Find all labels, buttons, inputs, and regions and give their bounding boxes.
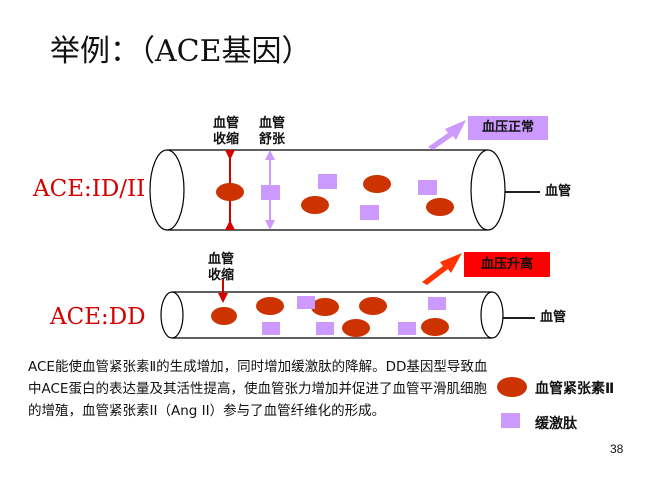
bradykinin-molecule bbox=[318, 174, 337, 189]
genotype-dd-label: ACE:DD bbox=[50, 304, 146, 330]
vessel-1 bbox=[149, 149, 540, 231]
bradykinin-molecule bbox=[261, 185, 280, 200]
constrict-label-line-1: 血管 bbox=[207, 252, 234, 267]
slide-title: 举例：（ACE基因） bbox=[50, 34, 312, 69]
bp-normal-label: 血压正常 bbox=[481, 120, 534, 135]
dilate-label-line-2: 舒张 bbox=[258, 132, 285, 147]
bradykinin-molecule bbox=[418, 180, 437, 195]
angiotensin-molecule bbox=[301, 196, 329, 214]
angiotensin-molecule bbox=[311, 298, 339, 316]
constrict-label-line-1: 血管 bbox=[212, 116, 239, 131]
angiotensin-molecule bbox=[363, 175, 391, 193]
bp-high-arrow bbox=[422, 253, 462, 285]
legend-angiotensin-swatch bbox=[497, 377, 527, 397]
angiotensin-molecule bbox=[359, 297, 387, 315]
vessel-1-left-opening bbox=[149, 149, 185, 231]
bp-normal-arrow bbox=[428, 120, 466, 150]
angiotensin-molecule bbox=[342, 319, 370, 337]
bp-normal-box bbox=[468, 116, 548, 140]
vessel-1-right-opening bbox=[470, 149, 506, 231]
legend-angiotensin-label: 血管紧张素Ⅱ bbox=[535, 381, 615, 397]
page-number: 38 bbox=[610, 442, 624, 456]
angiotensin-molecule bbox=[216, 183, 244, 201]
bradykinin-molecule bbox=[316, 322, 334, 335]
angiotensin-molecule bbox=[211, 307, 237, 325]
legend-bradykinin-swatch bbox=[501, 413, 520, 428]
bradykinin-molecule bbox=[262, 322, 280, 335]
bp-high-box bbox=[464, 252, 550, 277]
bradykinin-molecule bbox=[360, 205, 379, 220]
vessel-2-left-opening bbox=[160, 291, 184, 339]
vessel-1-constrict-label: 血管 收缩 bbox=[206, 116, 246, 148]
vessel-1-label: 血管 bbox=[545, 184, 572, 199]
legend-bradykinin-label: 缓激肽 bbox=[535, 416, 577, 432]
vessel-2 bbox=[160, 278, 535, 339]
vessel-2-right-opening bbox=[480, 291, 504, 339]
constrict-label-line-2: 收缩 bbox=[212, 132, 239, 147]
vessel-2-constrict-arrow bbox=[218, 278, 228, 303]
bradykinin-molecule bbox=[428, 297, 446, 310]
angiotensin-molecule bbox=[256, 297, 284, 315]
bradykinin-molecule bbox=[297, 296, 315, 309]
dilate-label-line-1: 血管 bbox=[258, 116, 285, 131]
angiotensin-molecule bbox=[426, 198, 454, 216]
bradykinin-molecule bbox=[398, 322, 416, 335]
angiotensin-molecule bbox=[421, 318, 449, 336]
vessel-1-dilate-label: 血管 舒张 bbox=[252, 116, 292, 148]
genotype-id-ii-label: ACE:ID/II bbox=[33, 176, 146, 202]
constrict-label-line-2: 收缩 bbox=[207, 268, 234, 283]
bp-high-label: 血压升高 bbox=[480, 257, 533, 272]
vessel-2-constrict-label: 血管 收缩 bbox=[201, 252, 241, 284]
description-text: ACE能使血管紧张素Ⅱ的生成增加，同时增加缓激肽的降解。DD基因型导致血中ACE… bbox=[28, 359, 488, 419]
vessel-2-label: 血管 bbox=[540, 310, 567, 325]
